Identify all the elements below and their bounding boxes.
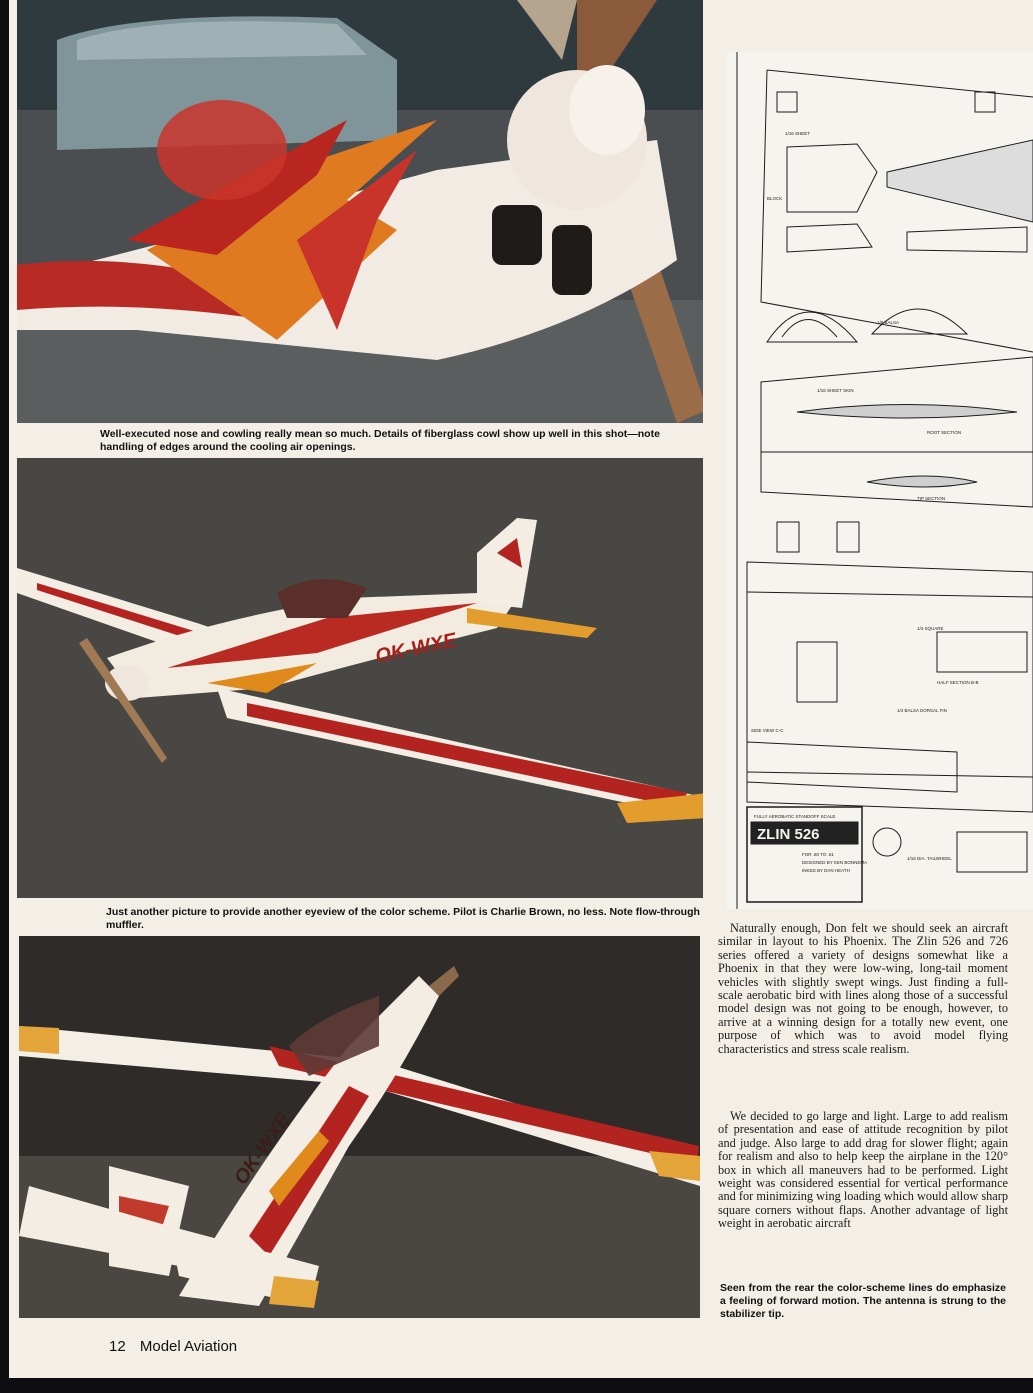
caption-rear: Seen from the rear the color-scheme line… — [720, 1282, 1006, 1320]
bp-label-square: 1/4 SQUARE — [917, 626, 944, 631]
bp-label-dorsal: 1/4 BALSA DORSAL FIN — [897, 708, 947, 713]
bp-label-tailwheel: 1/16 DIA. TAILWHEEL — [907, 856, 952, 861]
page-number: 12 — [109, 1338, 126, 1355]
bp-label-block: BLOCK — [767, 196, 782, 201]
article-paragraph: We decided to go large and light. Large … — [718, 1109, 1008, 1231]
bp-label-tip: TIP SECTION — [917, 496, 945, 501]
bp-label-sheet: 1/16 SHEET — [785, 131, 810, 136]
magazine-name: Model Aviation — [139, 1338, 238, 1355]
bp-label-half-section: HALF SECTION B-B — [937, 680, 979, 685]
page-footer: 12 Model Aviation — [109, 1338, 247, 1355]
photo-eyeview: OK-WXE — [17, 458, 703, 898]
photo-nose-cowling — [17, 0, 703, 423]
bp-label-side-view: SIDE VIEW C-C — [751, 728, 784, 733]
article-paragraph: Naturally enough, Don felt we should see… — [718, 921, 1008, 1056]
blueprint-header: FULLY AEROBATIC STANDOFF SCALE — [754, 814, 835, 819]
bp-label-designer: DESIGNED BY KEN BONNEMA — [802, 860, 867, 865]
blueprint-title: ZLIN 526 — [757, 826, 820, 843]
bp-label-balsa: 1/8 BALSA — [877, 320, 899, 325]
magazine-page: Well-executed nose and cowling really me… — [9, 0, 1033, 1378]
bp-label-inker: INKED BY DAN HEATH — [802, 868, 850, 873]
blueprint-plan: FULLY AEROBATIC STANDOFF SCALE ZLIN 526 … — [727, 52, 1033, 909]
photo-rear-view: OK-WXE — [19, 936, 700, 1318]
caption-eyeview: Just another picture to provide another … — [106, 906, 700, 931]
bp-label-root: ROOT SECTION — [927, 430, 961, 435]
bp-label-engine: FOR .60 TO .61 — [802, 852, 834, 857]
bp-label-skin: 1/16 SHEET SKIN — [817, 388, 854, 393]
caption-nose: Well-executed nose and cowling really me… — [100, 428, 660, 453]
